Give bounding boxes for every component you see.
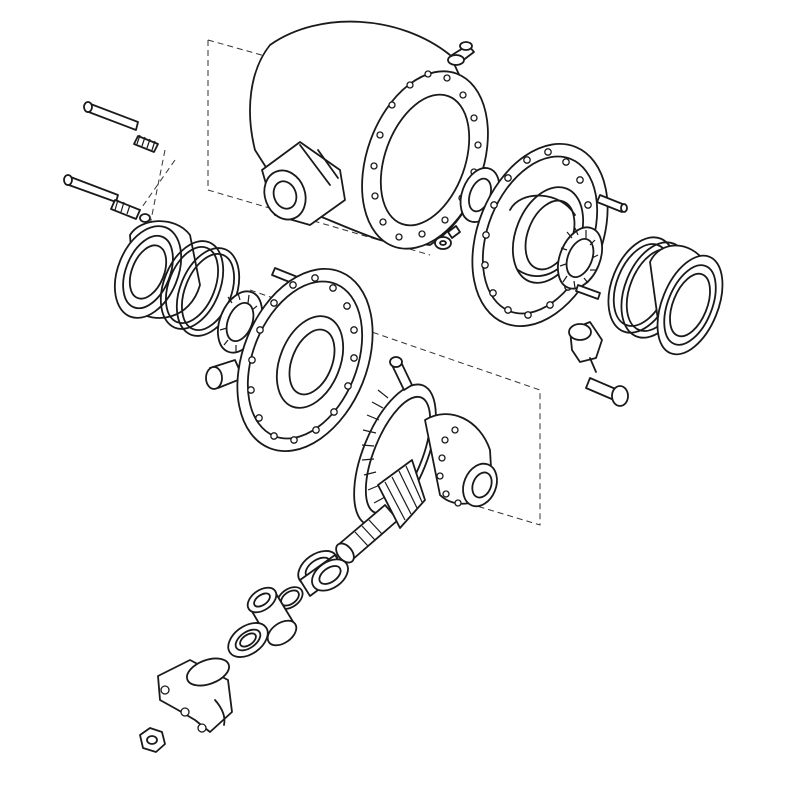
plug-fitting-left [205, 359, 244, 390]
seal-cap-right [649, 244, 724, 356]
cap-screw-top [389, 356, 413, 391]
plug-fitting [568, 321, 603, 373]
yoke-flange [157, 657, 233, 733]
flange-holes-left [247, 274, 358, 444]
pinion-shaft [335, 459, 426, 564]
long-bolt-lower [63, 174, 151, 223]
long-bolt-upper [83, 101, 159, 153]
case-holes [436, 426, 462, 507]
dowel-pin-right-lower [575, 284, 601, 300]
left-bearing-carrier-flange [236, 268, 374, 452]
pinion-seal [227, 622, 269, 658]
dowel-pin-right [596, 194, 628, 213]
pinion-nut [139, 727, 166, 753]
tapered-roller-bearing-right [557, 226, 603, 290]
housing-bolt [447, 41, 475, 66]
differential-case [424, 413, 498, 508]
pinion-bearing [297, 550, 349, 597]
seal-cap-left [113, 220, 201, 319]
axle-housing [249, 20, 489, 250]
washer-small [434, 225, 461, 250]
cap-screw [585, 377, 629, 407]
